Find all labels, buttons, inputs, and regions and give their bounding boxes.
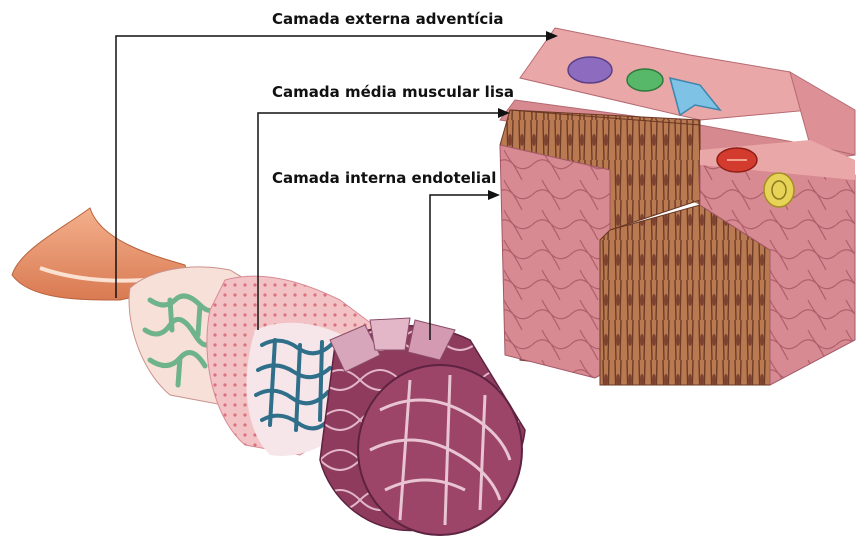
tissue-block-illustration: [500, 28, 855, 385]
purple-cell: [568, 57, 612, 83]
endothelium-cylinder: [320, 318, 525, 535]
leader-line-inner: [430, 195, 490, 340]
vessel-illustration: [12, 208, 525, 535]
yellow-cell: [764, 173, 794, 207]
label-outer-adventitia: Camada externa adventícia: [272, 10, 504, 28]
arrow-inner: [488, 190, 500, 200]
block-front-endothelium: [500, 145, 610, 378]
leader-line-outer: [116, 36, 548, 298]
label-inner-endothelial: Camada interna endotelial: [272, 169, 496, 187]
label-middle-smooth-muscle: Camada média muscular lisa: [272, 83, 514, 101]
green-cell: [627, 69, 663, 91]
